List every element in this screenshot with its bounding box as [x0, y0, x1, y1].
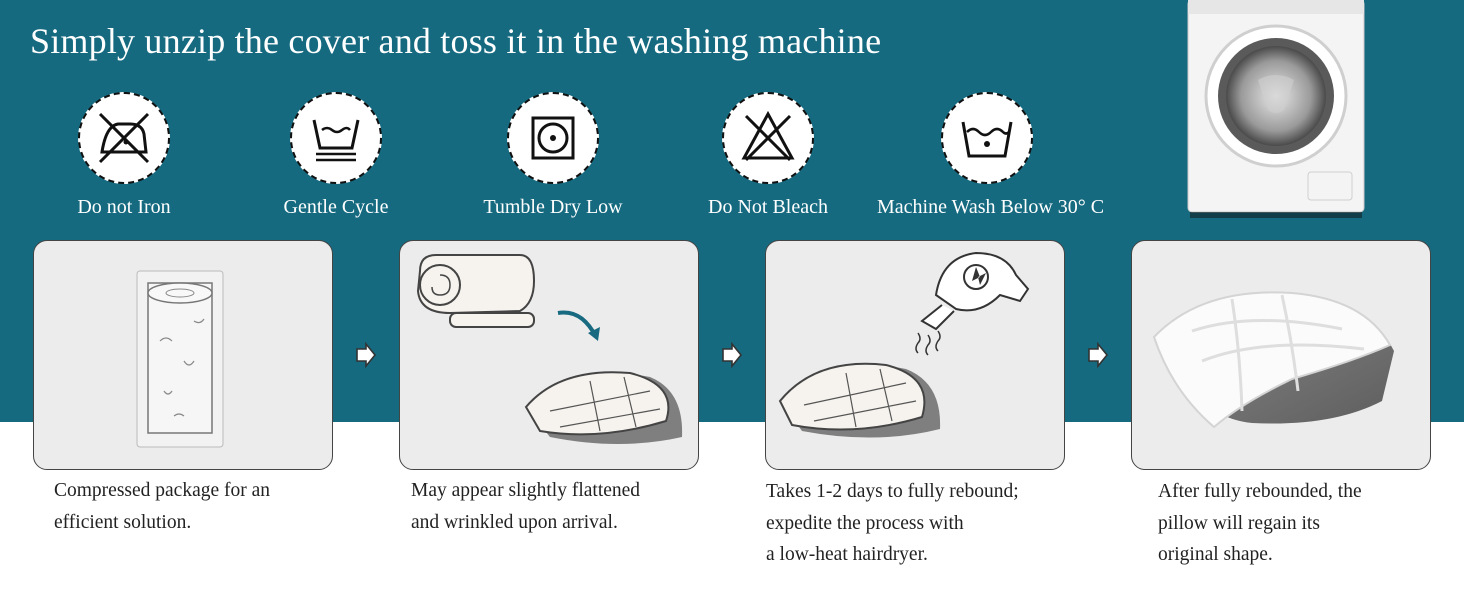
next-arrow-icon: [356, 342, 377, 368]
step-panel-4: [1131, 240, 1431, 470]
care-label: Tumble Dry Low: [483, 196, 623, 218]
care-label: Gentle Cycle: [283, 196, 389, 218]
hairdryer-pillow-illustration: [778, 251, 1030, 438]
step-panel-1: [33, 240, 333, 470]
care-label: Do not Iron: [77, 196, 171, 218]
compressed-roll-illustration: [136, 270, 224, 448]
care-item-no-bleach: Do Not Bleach: [658, 92, 878, 219]
gentle-cycle-icon: [290, 92, 382, 184]
no-bleach-icon: [722, 92, 814, 184]
step-caption-3: Takes 1-2 days to fully rebound; expedit…: [766, 481, 1019, 565]
care-item-no-iron: Do not Iron: [14, 92, 234, 219]
step-caption-1: Compressed package for an efficient solu…: [54, 480, 271, 533]
tumble-dry-low-icon: [507, 92, 599, 184]
step-caption-2: May appear slightly flattened and wrinkl…: [411, 480, 641, 533]
rebounded-pillow-photo: [1152, 291, 1394, 429]
washing-machine-image: [1180, 0, 1370, 220]
next-arrow-icon: [1088, 342, 1109, 368]
step-caption-4: After fully rebounded, the pillow will r…: [1158, 481, 1362, 565]
unrolling-pillow-illustration: [416, 254, 683, 444]
care-label: Machine Wash Below 30° C: [877, 196, 1105, 218]
step-panel-3: [765, 240, 1065, 470]
care-label: Do Not Bleach: [708, 196, 828, 218]
step-panel-2: [399, 240, 699, 470]
care-item-tumble-dry-low: Tumble Dry Low: [443, 92, 663, 219]
no-iron-icon: [78, 92, 170, 184]
machine-wash-30-icon: [941, 92, 1033, 184]
next-arrow-icon: [722, 342, 743, 368]
care-item-machine-wash: Machine Wash Below 30° C: [877, 92, 1105, 219]
care-item-gentle-cycle: Gentle Cycle: [226, 92, 446, 219]
page-title: Simply unzip the cover and toss it in th…: [30, 21, 882, 61]
